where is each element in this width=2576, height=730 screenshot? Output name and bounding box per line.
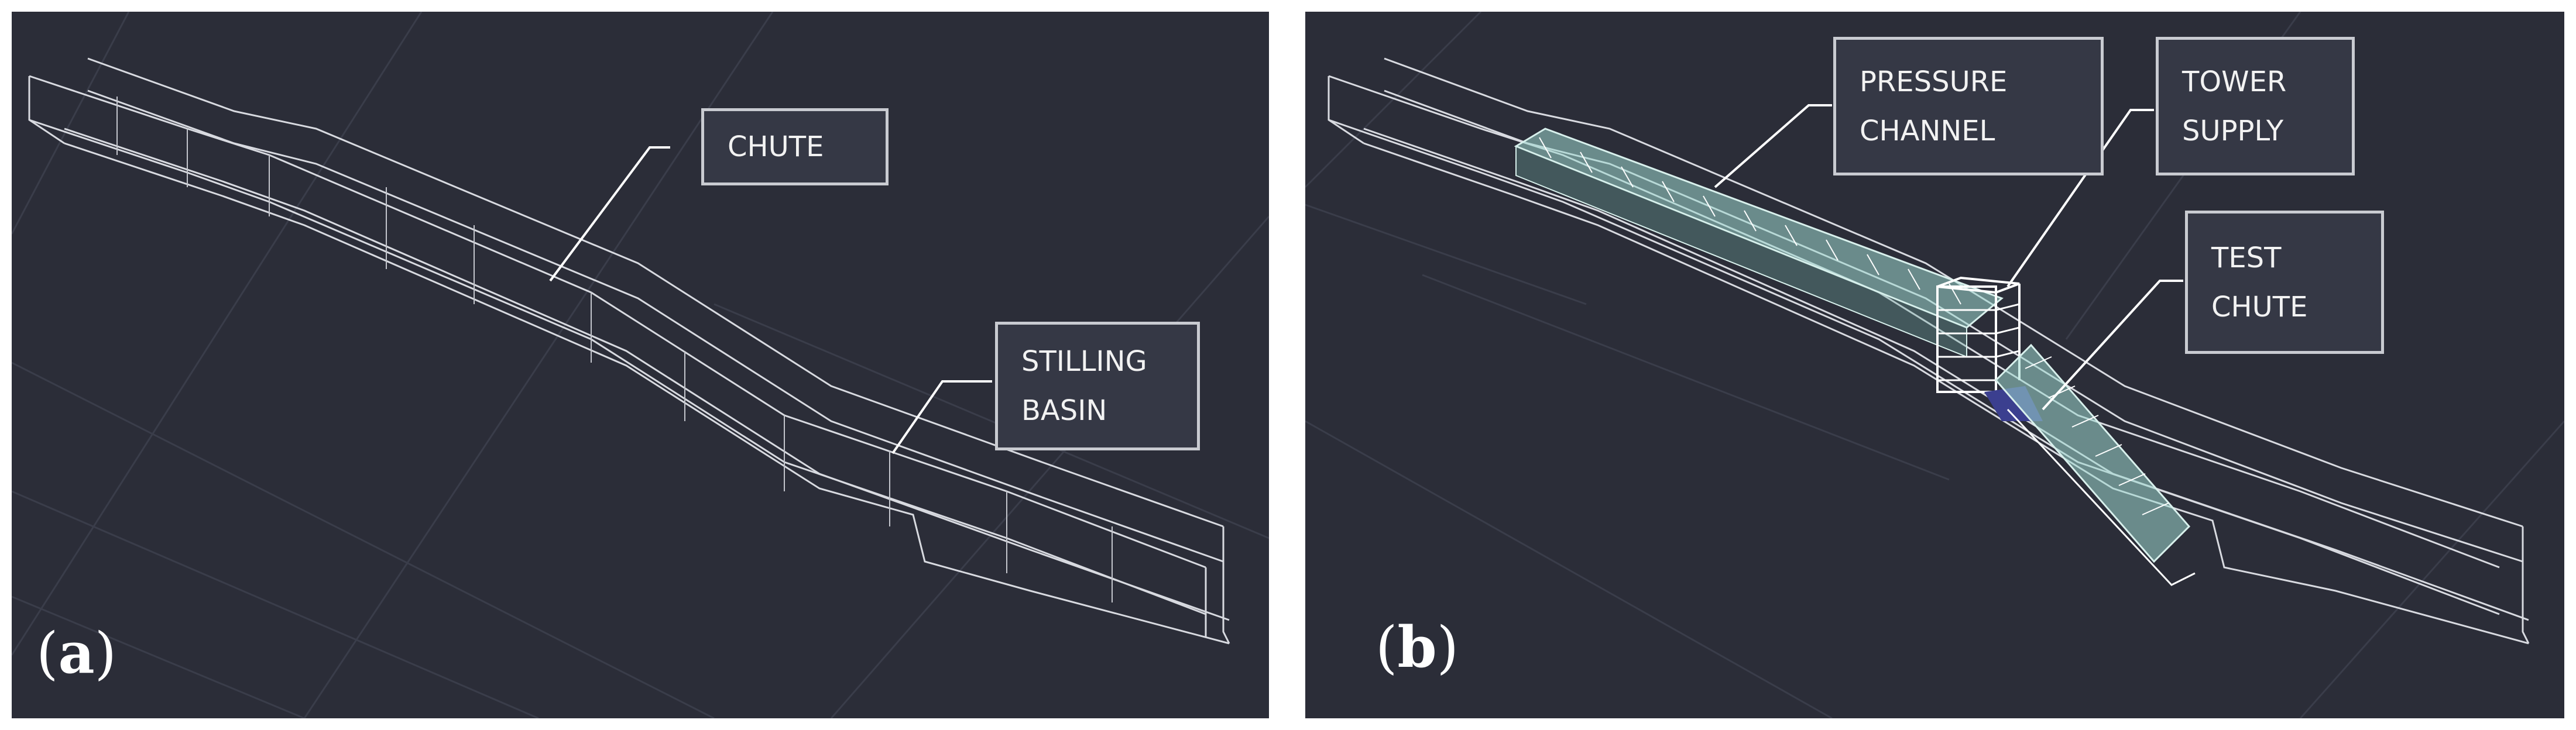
panel-b-drawing	[1305, 12, 2564, 718]
label-test-chute: TEST CHUTE	[2185, 211, 2384, 354]
panel-letter-b: (b)	[1376, 614, 1459, 680]
test-chute-model	[1994, 343, 2196, 586]
label-stilling-basin-line-2: BASIN	[1021, 394, 1107, 427]
label-tower-supply: TOWER SUPPLY	[2156, 37, 2355, 175]
label-stilling-basin-line-1: STILLING	[1021, 345, 1147, 378]
label-stilling-basin: STILLING BASIN	[995, 322, 1200, 450]
label-pressure-channel-line-2: CHANNEL	[1860, 114, 1995, 147]
panel-b-leaders	[1714, 104, 2183, 411]
label-test-chute-line-1: TEST	[2211, 241, 2282, 274]
chute-posts	[116, 97, 1113, 602]
label-chute: CHUTE	[701, 108, 889, 185]
label-pressure-channel: PRESSURE CHANNEL	[1833, 37, 2104, 175]
label-chute-line-1: CHUTE	[728, 130, 824, 163]
label-test-chute-line-2: CHUTE	[2211, 290, 2308, 323]
label-tower-supply-line-2: SUPPLY	[2182, 114, 2284, 147]
label-tower-supply-line-1: TOWER	[2182, 65, 2287, 98]
panel-a: CHUTE STILLING BASIN (a)	[12, 12, 1269, 718]
panel-a-drawing	[12, 12, 1269, 718]
panel-a-leaders	[549, 146, 992, 454]
panel-letter-a: (a)	[36, 620, 117, 686]
ground-grid	[12, 12, 1269, 718]
label-pressure-channel-line-1: PRESSURE	[1860, 65, 2008, 98]
panel-b: PRESSURE CHANNEL TOWER SUPPLY TEST CHUTE…	[1305, 12, 2564, 718]
